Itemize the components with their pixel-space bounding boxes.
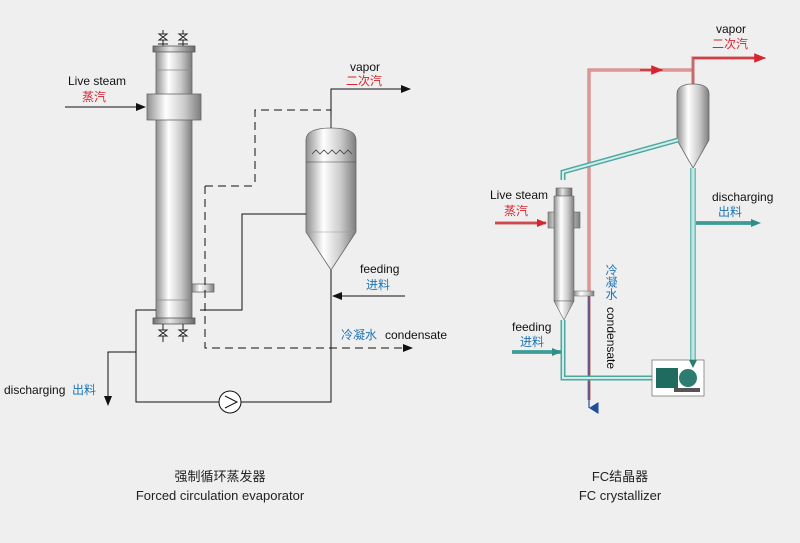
right-live-steam-cn: 蒸汽 <box>504 204 529 218</box>
right-live-steam-en: Live steam <box>490 188 549 202</box>
left-vapor-cn: 二次汽 <box>346 74 383 88</box>
right-discharging-cn: 出料 <box>718 205 743 219</box>
left-live-steam-cn: 蒸汽 <box>82 90 107 104</box>
right-crystallizer <box>495 53 767 414</box>
right-feeding-en: feeding <box>512 320 552 334</box>
right-feeding-cn: 进料 <box>520 335 545 349</box>
left-discharging-cn: 出料 <box>72 383 97 397</box>
left-caption-en: Forced circulation evaporator <box>135 488 305 503</box>
left-feeding-cn: 进料 <box>366 278 391 292</box>
left-condensate-en: condensate <box>385 328 448 342</box>
right-discharging-en: discharging <box>712 190 774 204</box>
left-discharging-en: discharging <box>4 383 66 397</box>
right-vapor-cn: 二次汽 <box>712 37 749 51</box>
right-condensate-vertical: 冷凝水 condensate <box>604 264 618 369</box>
left-caption-cn: 强制循环蒸发器 <box>174 469 266 484</box>
left-evaporator <box>65 30 413 414</box>
left-feeding-en: feeding <box>360 262 400 276</box>
right-condensate-en: condensate <box>604 307 618 370</box>
left-vapor-en: vapor <box>350 60 381 74</box>
left-live-steam-en: Live steam <box>68 74 127 88</box>
right-condensate-cn: 冷凝水 <box>604 264 618 300</box>
right-vapor-en: vapor <box>716 22 747 36</box>
left-condensate-cn: 冷凝水 <box>341 328 378 342</box>
right-caption-en: FC crystallizer <box>578 488 662 503</box>
right-caption-cn: FC结晶器 <box>591 469 649 484</box>
top-valves <box>157 30 189 48</box>
